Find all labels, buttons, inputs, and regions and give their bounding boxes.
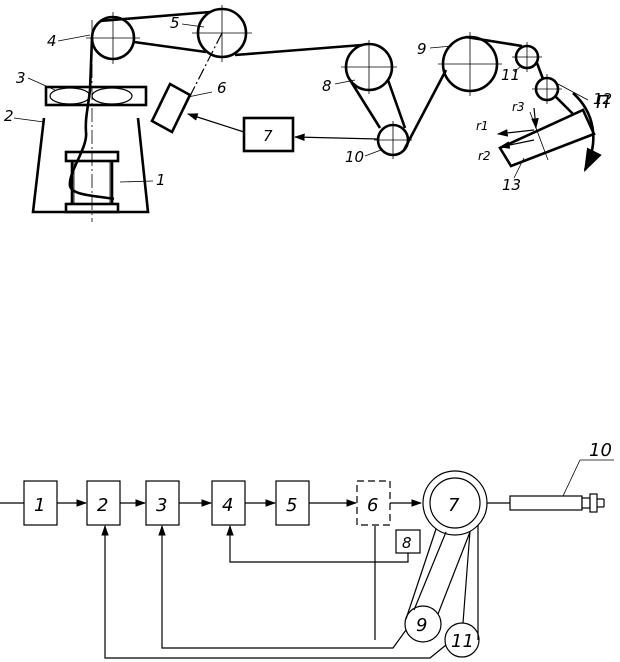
bottom-labels: 1 2 3 4 5 6 7 8 9 11 10 (34, 440, 612, 652)
label-5: 5 (170, 14, 180, 32)
bottom-block-diagram: 1 2 3 4 5 6 7 8 9 11 10 (0, 440, 614, 659)
block-6 (356, 480, 391, 526)
arrow-10-to-7 (293, 133, 379, 142)
sensor-6 (150, 82, 192, 134)
label-r1: r1 (476, 119, 489, 133)
roller-label-11: 11 (451, 631, 474, 652)
label-12: 12 (593, 90, 612, 108)
label-4: 4 (47, 32, 57, 50)
housing-2 (31, 117, 150, 214)
yarn-path-rollers (99, 10, 578, 151)
camera-label-10: 10 (589, 440, 612, 461)
top-schematic: 1 2 3 4 5 6 7 8 9 10 11 12 13 r1 r2 r3 П (4, 5, 612, 222)
block-5 (275, 480, 310, 526)
label-2: 2 (4, 107, 14, 125)
belts (405, 525, 479, 640)
roller-9-bottom (404, 605, 442, 643)
label-13: 13 (502, 176, 521, 194)
rotation-arrow (572, 92, 602, 173)
guide-ring-3 (44, 85, 148, 107)
sensor-axis-6 (187, 32, 223, 101)
block-label-2: 2 (97, 495, 108, 516)
rotor-13 (498, 108, 596, 168)
r1-vector (496, 129, 535, 137)
roller-label-9: 9 (416, 615, 427, 636)
feedback-9-to-3 (158, 524, 407, 649)
roller-11 (512, 42, 542, 72)
feedback-8-to-4 (226, 524, 409, 563)
block-label-3: 3 (156, 495, 167, 516)
block-label-1: 1 (34, 495, 45, 516)
block-label-5: 5 (286, 495, 297, 516)
block-label-4: 4 (222, 495, 233, 516)
label-8: 8 (322, 77, 332, 95)
label-6: 6 (217, 79, 227, 97)
label-7: 7 (263, 127, 273, 145)
block-label-7: 7 (448, 495, 460, 516)
block-7 (242, 116, 295, 153)
r3-vector (531, 107, 539, 130)
roller-11-bottom (444, 622, 480, 658)
label-3: 3 (16, 69, 26, 87)
label-r2: r2 (478, 149, 491, 163)
block-label-6: 6 (367, 495, 378, 516)
block-label-8: 8 (402, 534, 412, 552)
leader-10 (562, 459, 581, 497)
roller-10 (374, 121, 412, 159)
leader-lines (13, 23, 589, 183)
label-10: 10 (345, 148, 364, 166)
r2-vector (498, 139, 535, 149)
arrow-7-to-6 (186, 113, 245, 133)
label-9: 9 (417, 40, 427, 58)
top-labels: 1 2 3 4 5 6 7 8 9 10 11 12 13 r1 r2 r3 П (4, 14, 612, 194)
roller-8 (341, 40, 397, 94)
roller-12 (532, 74, 562, 104)
label-11: 11 (501, 66, 520, 84)
yarn-path-spool (68, 37, 115, 201)
feedback-11-to-2 (101, 524, 447, 659)
label-p: П (596, 92, 610, 113)
label-1: 1 (156, 171, 166, 189)
label-r3: r3 (512, 100, 525, 114)
camera-10 (509, 493, 605, 513)
